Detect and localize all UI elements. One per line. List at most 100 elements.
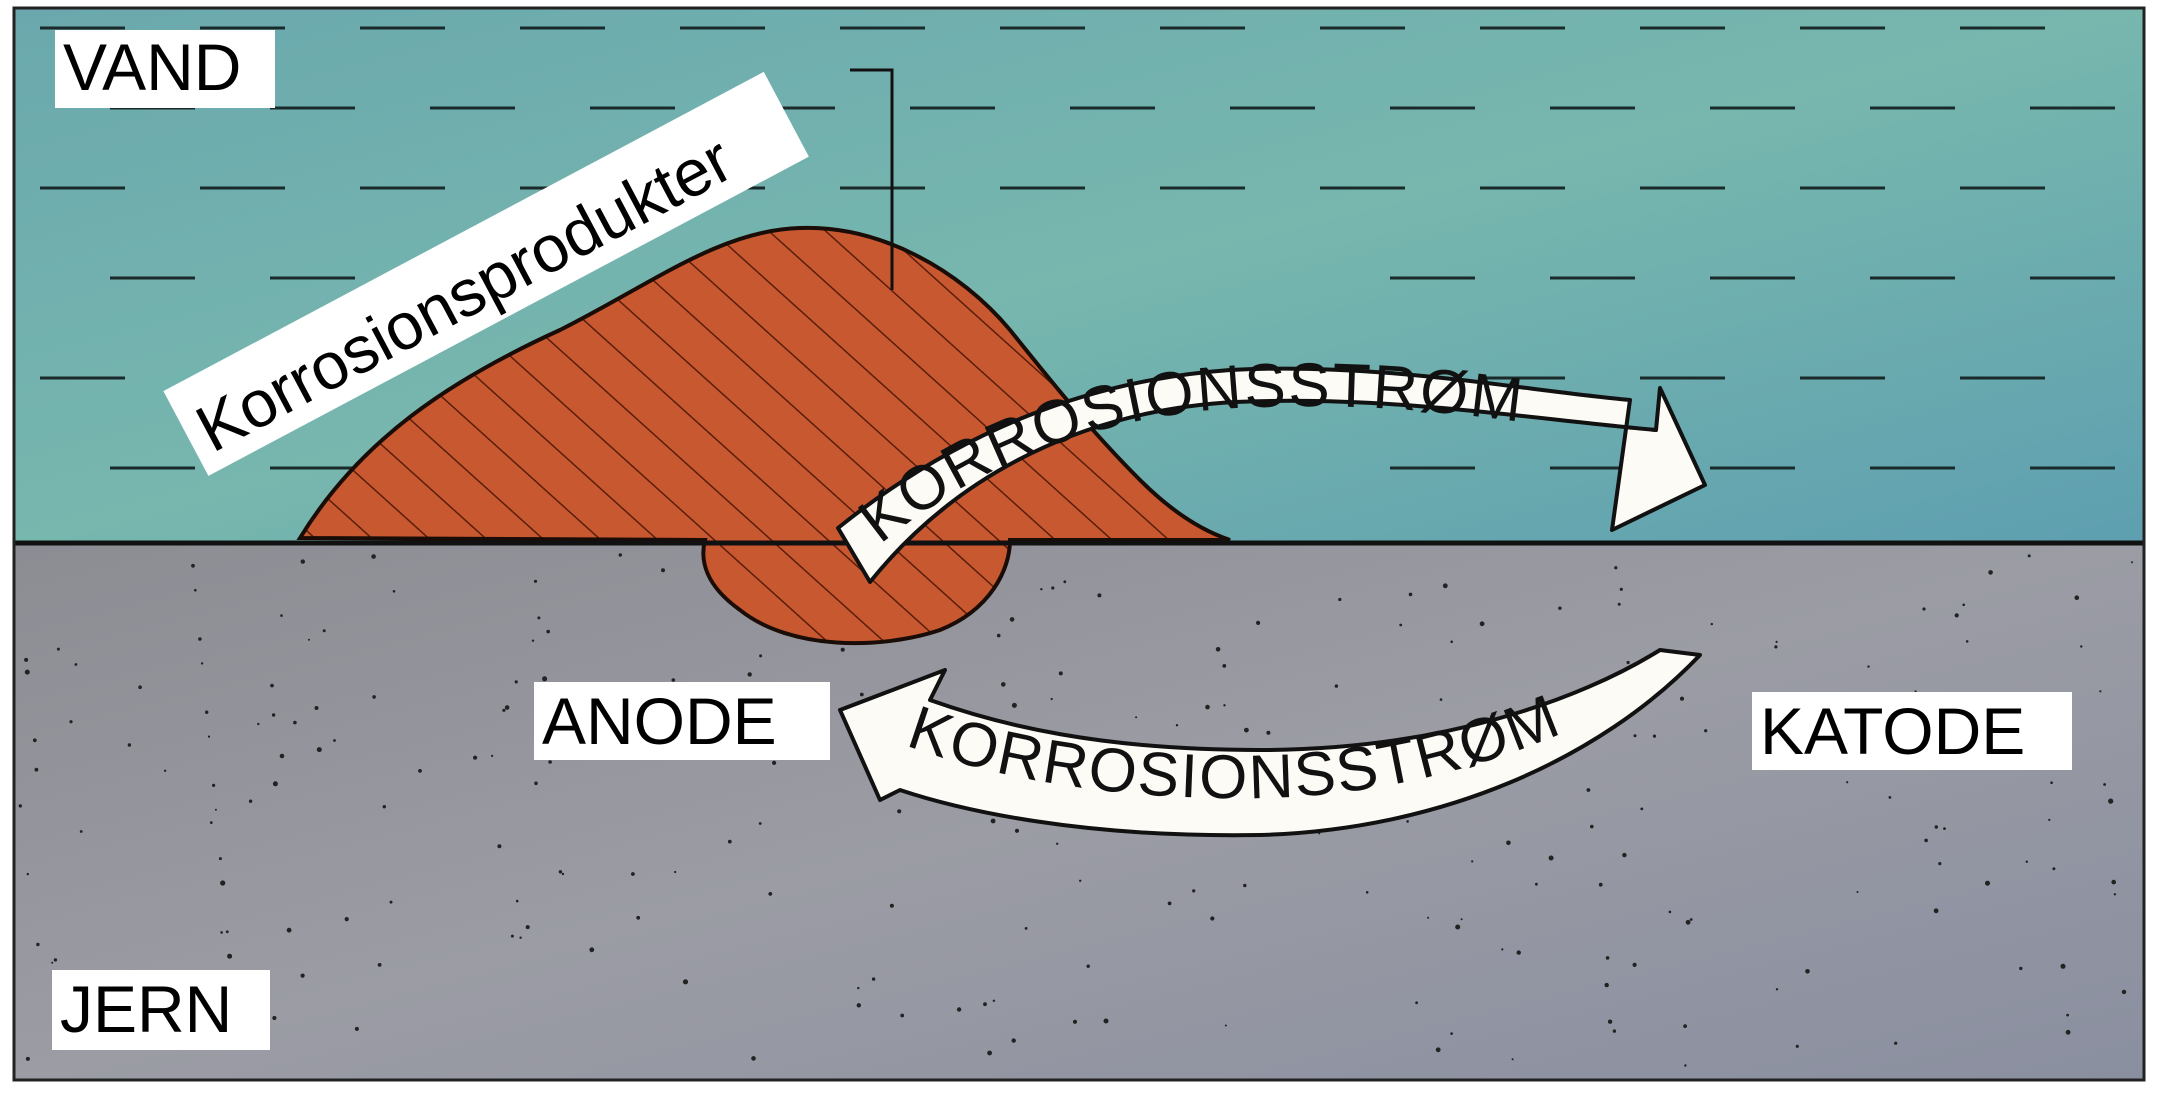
- iron-speckle: [671, 678, 676, 682]
- iron-speckle: [2019, 966, 2023, 971]
- iron-speckle: [1922, 607, 1926, 611]
- iron-speckle: [2099, 690, 2102, 693]
- iron-speckle: [531, 639, 535, 642]
- iron-tag: JERN: [52, 970, 270, 1050]
- water-label: VAND: [63, 30, 241, 104]
- iron-speckle: [1612, 1029, 1617, 1033]
- iron-speckle: [759, 654, 763, 658]
- iron-speckle: [990, 818, 996, 824]
- iron-speckle: [300, 973, 305, 978]
- iron-speckle: [1223, 704, 1226, 707]
- iron-speckle: [1439, 698, 1443, 701]
- iron-speckle: [1938, 862, 1942, 866]
- iron-speckle: [1079, 879, 1082, 882]
- iron-speckle: [1415, 1001, 1418, 1005]
- iron-speckle: [1622, 852, 1627, 858]
- iron-speckle: [1689, 918, 1693, 921]
- iron-speckle: [758, 822, 762, 825]
- iron-speckle: [18, 804, 22, 808]
- iron-speckle: [1050, 697, 1053, 701]
- iron-speckle: [2048, 818, 2051, 822]
- iron-speckle: [1668, 910, 1672, 914]
- iron-speckle: [56, 647, 60, 651]
- iron-speckle: [225, 930, 229, 934]
- iron-speckle: [1590, 824, 1594, 829]
- iron-speckle: [1548, 855, 1554, 861]
- iron-speckle: [1455, 924, 1461, 930]
- iron-speckle: [1192, 889, 1196, 893]
- iron-speckle: [377, 963, 382, 967]
- iron-speckle: [279, 753, 285, 759]
- iron-speckle: [983, 1002, 987, 1007]
- iron-speckle: [768, 892, 773, 896]
- iron-speckle: [1040, 588, 1043, 591]
- iron-speckle: [857, 986, 860, 990]
- iron-speckle: [1471, 860, 1474, 863]
- iron-speckle: [300, 559, 305, 564]
- iron-speckle: [1943, 827, 1946, 830]
- iron-speckle: [561, 872, 565, 876]
- iron-speckle: [840, 647, 845, 652]
- iron-speckle: [354, 1026, 359, 1031]
- iron-speckle: [871, 977, 876, 981]
- iron-speckle: [280, 614, 283, 617]
- iron-speckle: [34, 767, 39, 772]
- iron-speckle: [1205, 704, 1210, 710]
- iron-speckle: [53, 958, 58, 962]
- iron-speckle: [36, 942, 40, 947]
- iron-speckle: [1774, 645, 1778, 649]
- upper-current-arrow: [836, 366, 1707, 584]
- iron-speckle: [956, 1007, 962, 1012]
- iron-speckle: [1933, 908, 1939, 914]
- iron-speckle: [1058, 671, 1063, 676]
- iron-speckle: [74, 663, 78, 666]
- iron-speckle: [1266, 730, 1271, 735]
- iron-speckle: [2121, 989, 2127, 995]
- iron-speckle: [631, 872, 635, 876]
- iron-speckle: [1632, 962, 1637, 968]
- iron-speckle: [1558, 606, 1562, 610]
- iron-speckle: [1011, 1038, 1016, 1043]
- iron-speckle: [1679, 696, 1685, 701]
- iron-speckle: [1167, 901, 1172, 906]
- iron-speckle: [510, 934, 514, 938]
- iron-speckle: [515, 899, 519, 903]
- iron-speckle: [1244, 727, 1249, 733]
- iron-speckle: [1805, 969, 1810, 974]
- iron-speckle: [1479, 621, 1485, 627]
- iron-speckle: [1775, 640, 1778, 644]
- iron-speckle: [1215, 647, 1221, 652]
- iron-speckle: [1135, 716, 1138, 719]
- iron-speckle: [900, 1013, 905, 1018]
- iron-speckle: [589, 947, 595, 953]
- iron-speckle: [682, 979, 689, 985]
- iron-speckle: [548, 760, 552, 764]
- iron-speckle: [32, 738, 37, 743]
- iron-speckle: [1607, 1019, 1613, 1024]
- iron-speckle: [1450, 640, 1453, 644]
- iron-speckle: [1704, 729, 1708, 733]
- iron-speckle: [2060, 963, 2066, 969]
- iron-speckle: [270, 683, 274, 688]
- iron-speckle: [69, 720, 73, 724]
- iron-speckle: [214, 808, 217, 811]
- iron-speckle: [2131, 561, 2133, 564]
- iron-speckle: [1024, 927, 1028, 930]
- iron-speckle: [1511, 1058, 1514, 1061]
- cathode-label: KATODE: [1760, 694, 2025, 768]
- iron-speckle: [2025, 860, 2029, 863]
- iron-speckle: [24, 669, 30, 675]
- iron-speckle: [534, 781, 538, 786]
- iron-speckle: [79, 830, 83, 833]
- iron-speckle: [293, 720, 297, 725]
- iron-speckle: [558, 870, 563, 874]
- iron-speckle: [1365, 891, 1369, 894]
- iron-speckle: [257, 722, 260, 726]
- iron-speckle: [1051, 586, 1055, 590]
- iron-speckle: [1222, 664, 1227, 668]
- iron-speckle: [1846, 781, 1849, 784]
- iron-speckle: [1683, 1024, 1687, 1028]
- iron-speckle: [2111, 879, 2116, 885]
- iron-speckle: [751, 1056, 756, 1061]
